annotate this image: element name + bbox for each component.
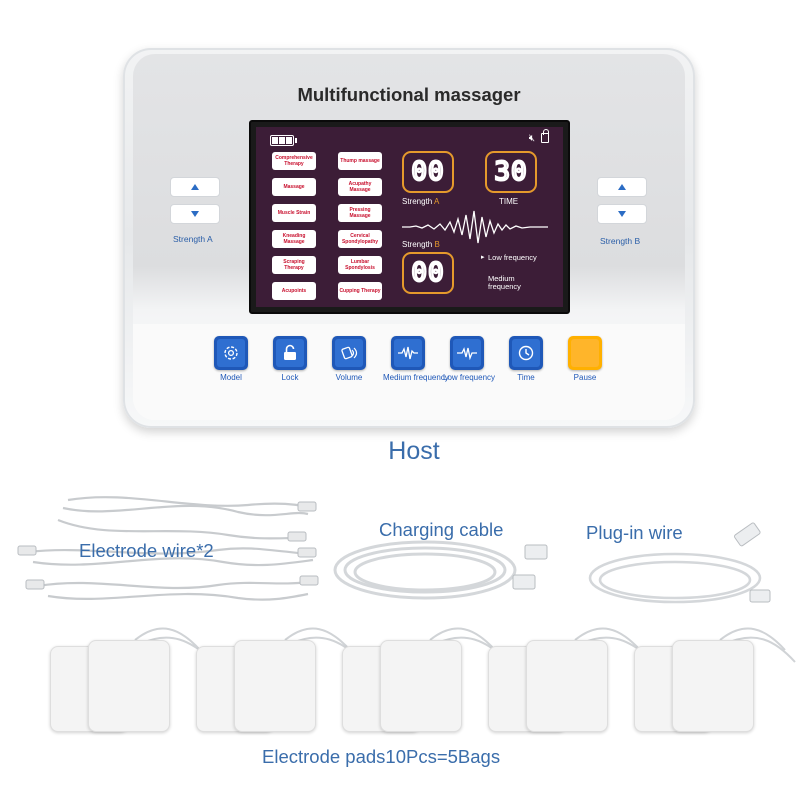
volume-label: Volume bbox=[335, 373, 363, 382]
mute-icon: 🔇︎ bbox=[528, 133, 535, 144]
medium-frequency-label: Medium frequency bbox=[383, 373, 449, 382]
device-title: Multifunctional massager bbox=[297, 84, 521, 105]
strength-a-display: 00 bbox=[402, 151, 454, 193]
mode-label: Acupathy Massage bbox=[338, 178, 382, 196]
arrow-up-icon bbox=[618, 184, 626, 190]
electrode-pad bbox=[88, 640, 170, 732]
strength-b-down-button[interactable] bbox=[597, 204, 647, 224]
charging-cable-image bbox=[333, 540, 548, 600]
clock-icon bbox=[518, 345, 534, 361]
arrow-down-icon bbox=[191, 211, 199, 217]
lock-button[interactable] bbox=[273, 336, 307, 370]
mode-label: Lumbar Spondylosis bbox=[338, 256, 382, 274]
plugin-wire-caption: Plug-in wire bbox=[586, 522, 683, 543]
electrode-pad bbox=[234, 640, 316, 732]
wave-icon bbox=[398, 346, 418, 360]
mode-label: Scraping Therapy bbox=[272, 256, 316, 274]
waveform-icon bbox=[402, 210, 548, 244]
strength-a-value: 00 bbox=[410, 156, 445, 188]
strength-b-label: Strength B bbox=[600, 236, 641, 246]
low-frequency-button[interactable] bbox=[450, 336, 484, 370]
model-button[interactable] bbox=[214, 336, 248, 370]
medium-frequency-button[interactable] bbox=[391, 336, 425, 370]
arrow-up-icon bbox=[191, 184, 199, 190]
mode-label: Pressing Massage bbox=[338, 204, 382, 222]
time-screen-label: TIME bbox=[499, 197, 519, 206]
pause-icon bbox=[571, 339, 599, 367]
electrode-wire-caption: Electrode wire*2 bbox=[79, 540, 214, 561]
plugin-wire-image bbox=[588, 522, 771, 604]
strength-a-label: Strength A bbox=[173, 234, 213, 244]
mode-label: Cupping Therapy bbox=[338, 282, 382, 300]
battery-icon bbox=[270, 135, 297, 146]
mode-label: Acupoints bbox=[272, 282, 316, 300]
lcd-display: 🔇︎ Comprehensive Therapy Thump massage M… bbox=[256, 127, 563, 307]
time-label: Time bbox=[517, 373, 535, 382]
strength-b-value: 00 bbox=[410, 257, 445, 289]
mode-label: Massage bbox=[272, 178, 316, 196]
volume-button[interactable] bbox=[332, 336, 366, 370]
charging-cable-caption: Charging cable bbox=[379, 519, 504, 540]
sound-icons: 🔇︎ bbox=[529, 133, 535, 144]
pause-button[interactable] bbox=[568, 336, 602, 370]
medium-frequency-indicator: Medium frequency bbox=[488, 274, 521, 291]
volume-icon bbox=[341, 346, 358, 360]
mode-label: Cervical Spondylopathy bbox=[338, 230, 382, 248]
model-label: Model bbox=[220, 373, 242, 382]
strength-b-up-button[interactable] bbox=[597, 177, 647, 197]
strength-b-display: 00 bbox=[402, 252, 454, 294]
lock-icon bbox=[284, 344, 296, 360]
mode-label: Thump massage bbox=[338, 152, 382, 170]
arrow-down-icon bbox=[618, 211, 626, 217]
lock-label: Lock bbox=[281, 373, 299, 382]
electrode-pad bbox=[672, 640, 754, 732]
time-value: 30 bbox=[493, 156, 528, 188]
electrode-wires-image bbox=[17, 496, 319, 601]
lcd-screen: 🔇︎ Comprehensive Therapy Thump massage M… bbox=[249, 120, 570, 314]
strength-a-down-button[interactable] bbox=[170, 204, 220, 224]
strength-a-up-button[interactable] bbox=[170, 177, 220, 197]
pause-label: Pause bbox=[573, 373, 597, 382]
mode-label: Muscle Strain bbox=[272, 204, 316, 222]
electrode-pad bbox=[380, 640, 462, 732]
time-button[interactable] bbox=[509, 336, 543, 370]
low-frequency-label: Low frequency bbox=[443, 373, 496, 382]
time-display: 30 bbox=[485, 151, 537, 193]
mode-label: Kneading Massage bbox=[272, 230, 316, 248]
strength-a-screen-label: Strength A bbox=[402, 197, 440, 206]
mode-label: Comprehensive Therapy bbox=[272, 152, 316, 170]
electrode-pads-caption: Electrode pads10Pcs=5Bags bbox=[262, 746, 501, 767]
lock-status-icon bbox=[541, 129, 549, 143]
strength-b-screen-label: Strength B bbox=[402, 240, 440, 249]
wave-icon bbox=[457, 347, 477, 360]
gear-icon bbox=[224, 346, 238, 360]
low-frequency-indicator: ▸Low frequency bbox=[481, 253, 537, 262]
electrode-pad bbox=[526, 640, 608, 732]
host-caption: Host bbox=[388, 437, 440, 465]
